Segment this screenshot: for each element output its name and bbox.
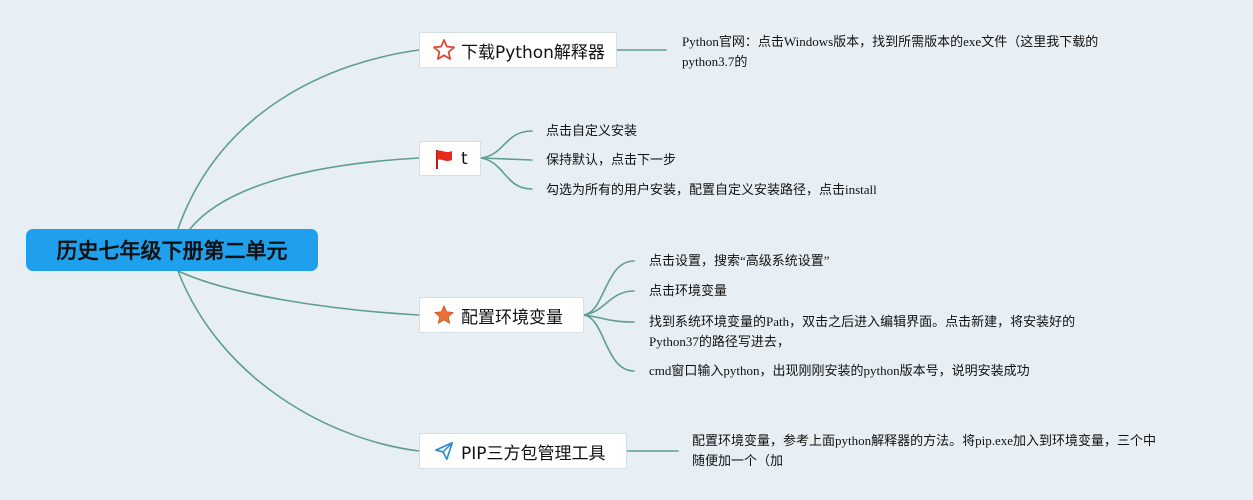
root-label: 历史七年级下册第二单元	[56, 239, 288, 263]
filled-star-icon	[432, 303, 456, 327]
branch-node-pip[interactable]: PIP三方包管理工具	[419, 433, 627, 469]
leaf-line: 找到系统环境变量的Path，双击之后进入编辑界面。点击新建，将安装好的	[649, 314, 1076, 329]
branch-label: 配置环境变量	[461, 307, 563, 328]
connector-root-branch-3	[177, 270, 420, 316]
root-node[interactable]: 历史七年级下册第二单元	[26, 229, 318, 271]
branch-label: 下载Python解释器	[461, 42, 605, 63]
connector-root-branch-2	[189, 157, 420, 230]
leaf-keep-default: 保持默认，点击下一步	[546, 150, 676, 170]
star-outline-icon	[432, 38, 456, 62]
connector-root-branch-4	[177, 270, 420, 452]
leaf-line: Python官网：点击Windows版本，找到所需版本的exe文件（这里我下载的	[682, 34, 1099, 49]
leaf-env-variables: 点击环境变量	[649, 281, 727, 301]
red-flag-icon	[432, 147, 456, 171]
leaf-line: cmd窗口输入python，出现刚刚安装的python版本号，说明安装成功	[649, 363, 1030, 378]
leaf-line: 点击环境变量	[649, 283, 728, 298]
branch-node-configure-env[interactable]: 配置环境变量	[419, 297, 584, 333]
leaf-line: 点击自定义安装	[546, 123, 638, 138]
leaf-line: Python37的路径写进去，	[649, 334, 790, 349]
leaf-line: 点击设置，搜索“高级系统设置”	[649, 253, 830, 268]
connector-branch-3-leaf-1	[583, 260, 635, 316]
branch-label: t	[461, 148, 468, 169]
leaf-line: 保持默认，点击下一步	[546, 152, 677, 167]
leaf-line: 随便加一个（加	[692, 453, 784, 468]
connector-branch-3-leaf-4	[583, 314, 635, 372]
leaf-python-official-site: Python官网：点击Windows版本，找到所需版本的exe文件（这里我下载的…	[682, 32, 1098, 72]
leaf-line: 配置环境变量，参考上面python解释器的方法。将pip.exe加入到环境变量，…	[692, 433, 1157, 448]
leaf-all-users-install: 勾选为所有的用户安装，配置自定义安装路径，点击install	[546, 180, 877, 200]
leaf-custom-install: 点击自定义安装	[546, 121, 637, 141]
connector-branch-2-leaf-1	[480, 130, 533, 159]
leaf-line: python3.7的	[682, 54, 748, 69]
connector-branch-2-leaf-3	[480, 157, 533, 190]
connector-root-branch-1	[177, 49, 420, 230]
leaf-pip-env-config: 配置环境变量，参考上面python解释器的方法。将pip.exe加入到环境变量，…	[692, 431, 1156, 471]
leaf-edit-path: 找到系统环境变量的Path，双击之后进入编辑界面。点击新建，将安装好的 Pyth…	[649, 312, 1075, 352]
connector-branch-2-leaf-2	[480, 157, 533, 161]
branch-label: PIP三方包管理工具	[461, 443, 606, 464]
paper-plane-icon	[432, 439, 456, 463]
leaf-search-advanced-settings: 点击设置，搜索“高级系统设置”	[649, 251, 830, 271]
leaf-cmd-verify: cmd窗口输入python，出现刚刚安装的python版本号，说明安装成功	[649, 361, 1030, 381]
leaf-line: 勾选为所有的用户安装，配置自定义安装路径，点击install	[546, 182, 877, 197]
branch-node-download-python[interactable]: 下载Python解释器	[419, 32, 617, 68]
connector-branch-3-leaf-3	[583, 314, 635, 323]
connector-branch-3-leaf-2	[583, 290, 635, 316]
branch-node-t[interactable]: t	[419, 141, 481, 176]
